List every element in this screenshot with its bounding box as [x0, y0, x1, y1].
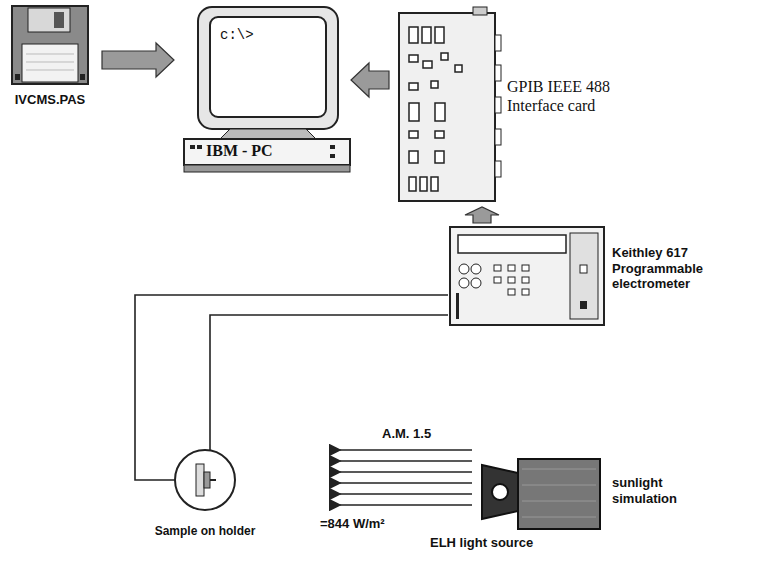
- wire-connector: [135, 295, 448, 480]
- electrometer-icon: [448, 225, 608, 327]
- annotation-label: A.M. 1.5: [380, 426, 433, 442]
- node-label: ELH light source: [430, 535, 610, 551]
- computer: c:\> IBM - PC: [180, 5, 355, 175]
- node-label: IVCMS.PAS: [4, 92, 96, 108]
- node-label: sunlight simulation: [612, 475, 724, 506]
- node-label: IBM - PC: [206, 141, 326, 160]
- floppy-disk-icon: [10, 4, 90, 86]
- floppy-disk: IVCMS.PAS: [4, 4, 96, 116]
- block-arrow: [465, 207, 499, 223]
- node-label: c:\>: [220, 27, 280, 44]
- interface-card-icon: [395, 5, 503, 205]
- electrometer: Keithley 617 Programmable electrometer: [448, 225, 748, 327]
- sample-holder: Sample on holder: [130, 440, 280, 550]
- node-label: GPIB IEEE 488 Interface card: [507, 77, 657, 115]
- block-arrow: [102, 43, 174, 77]
- block-arrow: [351, 63, 389, 97]
- sample-holder-icon: [130, 440, 280, 522]
- light-source: sunlight simulationELH light source: [430, 445, 755, 557]
- node-label: Sample on holder: [130, 524, 280, 538]
- light-ray-group: [340, 450, 472, 505]
- interface-card: GPIB IEEE 488 Interface card: [395, 5, 670, 205]
- elh-lamp-icon: [478, 445, 606, 535]
- node-label: Keithley 617 Programmable electrometer: [612, 245, 742, 292]
- annotation-label: =844 W/m²: [318, 516, 387, 532]
